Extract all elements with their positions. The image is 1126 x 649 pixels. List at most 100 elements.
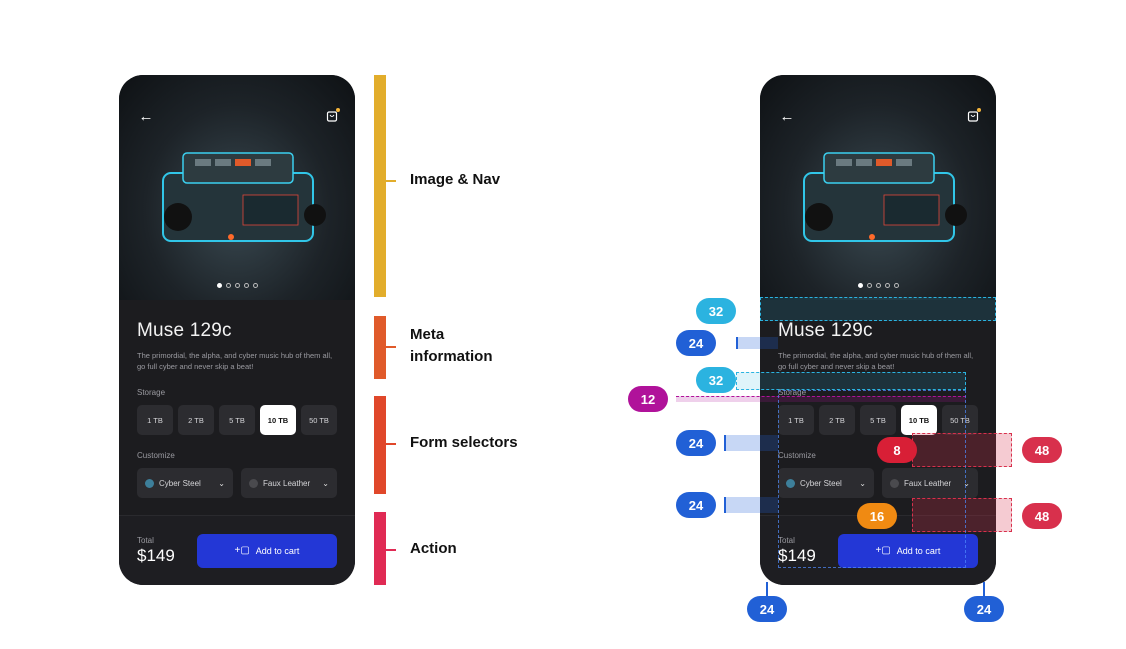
carousel-dot[interactable] [225,283,231,288]
spacing-overlay [736,372,966,390]
cart-icon[interactable] [321,105,343,127]
product-title: Muse 129c [137,320,232,341]
section-label-action: Action [410,540,457,557]
hero-image: ← [760,75,996,300]
spacing-overlay [724,497,778,513]
color-select-value: Cyber Steel [800,478,842,488]
storage-option[interactable]: 2 TB [178,405,214,435]
product-description: The primordial, the alpha, and cyber mus… [137,351,333,371]
add-to-cart-label: Add to cart [896,545,941,556]
storage-option[interactable]: 5 TB [219,405,255,435]
swatch-icon [145,478,154,488]
spacing-overlay [778,390,966,568]
add-cart-icon: +▢ [875,545,891,556]
spacing-badge: 48 [1022,437,1062,463]
add-cart-icon: +▢ [234,545,250,556]
carousel-dot[interactable] [893,283,899,288]
total-block: Total $149 [137,536,175,566]
section-tick [386,346,396,348]
spacing-overlay [912,433,1012,467]
storage-option-selected[interactable]: 10 TB [901,405,937,435]
customize-options: Cyber Steel ⌄ Faux Leather ⌄ [137,468,337,498]
product-title: Muse 129c [778,320,873,341]
annotated-product-screen: ← Muse 129c The primordial, the alpha, a… [760,75,996,585]
spacing-overlay [912,498,1012,532]
carousel-dot[interactable] [866,283,872,288]
music-device-image [162,152,326,242]
color-select[interactable]: Cyber Steel ⌄ [137,468,233,498]
carousel-dot[interactable] [875,283,881,288]
carousel-dots [760,283,996,288]
storage-option[interactable]: 2 TB [819,405,855,435]
section-label-image-nav: Image & Nav [410,171,501,188]
spacing-badge: 24 [964,596,1004,622]
storage-option[interactable]: 50 TB [942,405,978,435]
swatch-icon [249,478,258,488]
music-device-image [803,152,967,242]
spacing-badge: 32 [696,298,736,324]
material-select[interactable]: Faux Leather ⌄ [882,468,978,498]
section-label-meta: Meta information [410,326,493,365]
section-bar-image-nav [374,75,386,297]
storage-option[interactable]: 5 TB [860,405,896,435]
material-select[interactable]: Faux Leather ⌄ [241,468,337,498]
spacing-badge: 8 [877,437,917,463]
total-label: Total [137,535,154,545]
material-select-value: Faux Leather [904,478,952,488]
price: $149 [778,545,816,565]
spacing-overlay [760,297,996,321]
storage-option[interactable]: 1 TB [137,405,173,435]
product-screen: ← Muse 129c The primordial, the alpha, a… [119,75,355,585]
product-description: The primordial, the alpha, and cyber mus… [778,351,974,371]
product-details: Muse 129c The primordial, the alpha, and… [760,300,996,515]
spacing-badge: 24 [676,492,716,518]
carousel-dot[interactable] [243,283,249,288]
storage-option[interactable]: 50 TB [301,405,337,435]
storage-label: Storage [137,388,166,397]
section-tick [386,549,396,551]
chevron-down-icon: ⌄ [218,478,225,488]
back-arrow-icon[interactable]: ← [779,107,795,125]
customize-label: Customize [778,451,816,460]
color-select-value: Cyber Steel [159,478,201,488]
carousel-dots [119,283,355,288]
spacing-badge: 12 [628,386,668,412]
storage-options: 1 TB 2 TB 5 TB 10 TB 50 TB [137,405,337,435]
spacing-badge: 24 [747,596,787,622]
cart-icon[interactable] [962,105,984,127]
spacing-badge: 48 [1022,503,1062,529]
customize-label: Customize [137,451,175,460]
cart-badge [336,108,340,112]
carousel-dot[interactable] [857,283,863,288]
spacing-badge: 16 [857,503,897,529]
carousel-dot[interactable] [252,283,258,288]
back-arrow-icon[interactable]: ← [138,107,154,125]
spacing-overlay [676,396,966,402]
hero-image: ← [119,75,355,300]
carousel-dot[interactable] [234,283,240,288]
chevron-down-icon: ⌄ [963,478,970,488]
spacing-badge: 32 [696,367,736,393]
cart-badge [977,108,981,112]
total-block: Total $149 [778,536,816,566]
add-to-cart-button[interactable]: +▢ Add to cart [196,533,337,568]
product-details: Muse 129c The primordial, the alpha, and… [119,300,355,515]
section-bar-meta [374,316,386,379]
section-label-form: Form selectors [410,434,518,451]
section-bar-form [374,396,386,494]
chevron-down-icon: ⌄ [859,478,866,488]
action-bar: Total $149 +▢ Add to cart [119,515,355,585]
spacing-overlay [724,435,778,451]
carousel-dot[interactable] [216,283,222,288]
add-to-cart-button[interactable]: +▢ Add to cart [837,533,978,568]
spacing-overlay [736,337,778,349]
material-select-value: Faux Leather [263,478,311,488]
color-select[interactable]: Cyber Steel ⌄ [778,468,874,498]
spacing-tick [983,582,985,598]
section-bar-action [374,512,386,585]
storage-option-selected[interactable]: 10 TB [260,405,296,435]
storage-option[interactable]: 1 TB [778,405,814,435]
section-tick [386,180,396,182]
carousel-dot[interactable] [884,283,890,288]
total-label: Total [778,535,795,545]
